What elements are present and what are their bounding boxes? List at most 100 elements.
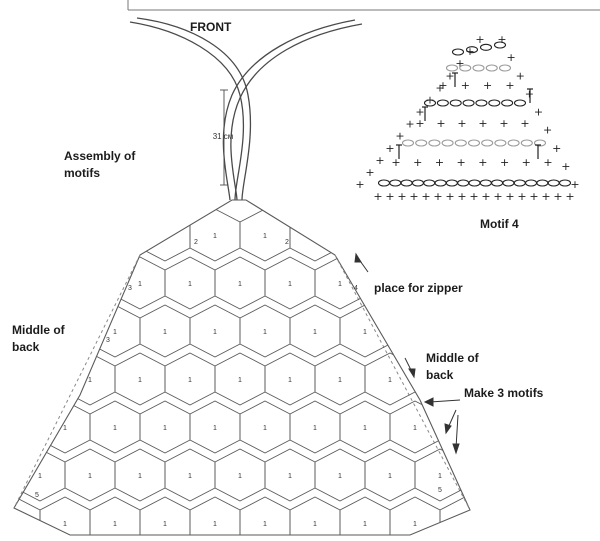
single-crochet-stitch: +: [529, 190, 538, 203]
motif-number: 2: [285, 239, 289, 246]
make-motifs-label: Make 3 motifs: [464, 386, 544, 400]
chain-stitch: [472, 64, 485, 72]
motif-number: 1: [488, 377, 492, 384]
motif-hexagon: [14, 496, 41, 535]
chain-stitch: [445, 64, 459, 72]
single-crochet-stitch: +: [445, 190, 454, 203]
single-crochet-stitch: +: [457, 190, 466, 203]
single-crochet-stitch: +: [475, 33, 484, 46]
motif-number: 1: [363, 233, 367, 240]
motif-hexagon: [515, 257, 565, 309]
single-crochet-stitch: +: [561, 160, 570, 173]
single-crochet-stitch: +: [385, 142, 394, 155]
middle-back-right-label: Middle of back: [426, 351, 479, 382]
motif-number: 1: [63, 233, 67, 240]
single-crochet-stitch: +: [385, 190, 394, 203]
motif-number: 1: [113, 425, 117, 432]
motif-number: 1: [413, 233, 417, 240]
motif-number: 1: [413, 329, 417, 336]
motif-number: 1: [138, 473, 142, 480]
motif-number: 1: [213, 329, 217, 336]
single-crochet-stitch: +: [375, 154, 384, 167]
front-label: FRONT: [190, 20, 232, 34]
motif-number: 1: [488, 473, 492, 480]
single-crochet-stitch: +: [500, 156, 509, 169]
chain-stitch: [501, 99, 514, 107]
motif-number: 1: [13, 233, 17, 240]
single-crochet-stitch: +: [541, 190, 550, 203]
motif-hexagon: [14, 256, 66, 310]
chain-stitch: [481, 139, 494, 147]
motif-number: 1: [263, 233, 267, 240]
motif-number: 4: [354, 285, 358, 292]
chain-stitch: [533, 139, 547, 147]
motif-hexagon: [289, 496, 341, 535]
chain-stitch: [479, 43, 493, 51]
chain-stitch: [449, 99, 462, 107]
motif-number: 1: [113, 329, 117, 336]
motif-hexagon: [189, 496, 241, 535]
motif-number: 1: [338, 377, 342, 384]
single-crochet-stitch: +: [516, 69, 525, 82]
single-crochet-stitch: +: [481, 190, 490, 203]
motif-number: 1: [213, 521, 217, 528]
left-side-edge: [13, 254, 141, 509]
motif-number: 1: [63, 521, 67, 528]
motif-hexagon: [339, 496, 391, 535]
motif-number: 1: [38, 281, 42, 288]
single-crochet-stitch: +: [505, 79, 514, 92]
single-crochet-stitch: +: [520, 117, 529, 130]
motif-number: 1: [438, 473, 442, 480]
motif-hexagon: [515, 449, 565, 501]
chain-stitch: [502, 179, 515, 187]
single-crochet-stitch: +: [570, 178, 579, 191]
single-crochet-stitch: +: [497, 33, 506, 46]
motif-hexagon: [490, 401, 540, 453]
single-crochet-stitch: +: [409, 190, 418, 203]
chain-stitch: [520, 139, 533, 147]
motif-number: 1: [413, 425, 417, 432]
motif-number: 1: [263, 521, 267, 528]
single-crochet-stitch: +: [534, 106, 543, 119]
motif-hexagon: [565, 257, 600, 309]
motif-number: 1: [338, 473, 342, 480]
single-crochet-stitch: +: [499, 117, 508, 130]
motif-number: 1: [63, 425, 67, 432]
motif-number: 1: [488, 281, 492, 288]
motif-number: 1: [238, 281, 242, 288]
single-crochet-stitch: +: [505, 190, 514, 203]
chain-stitch: [411, 179, 424, 187]
single-crochet-stitch: +: [365, 166, 374, 179]
motif-number: 1: [88, 377, 92, 384]
motif-hexagon: [64, 256, 116, 310]
single-crochet-stitch: +: [397, 190, 406, 203]
motif-number: 1: [188, 473, 192, 480]
motif-hexagon: [540, 401, 590, 453]
motif-number: 1: [513, 521, 517, 528]
motif-number: 1: [363, 521, 367, 528]
motif-number: 1: [38, 377, 42, 384]
single-crochet-stitch: +: [395, 130, 404, 143]
motif-hexagon: [389, 496, 441, 535]
motif-hexagon: [565, 353, 600, 405]
motif-hexagon: [540, 497, 590, 541]
motif-number: 1: [513, 233, 517, 240]
motif-number: 1: [563, 329, 567, 336]
single-crochet-stitch: +: [436, 117, 445, 130]
chain-stitch: [485, 64, 498, 72]
single-crochet-stitch: +: [507, 51, 516, 64]
chain-stitch: [513, 179, 526, 187]
motif-number: 1: [463, 425, 467, 432]
motif-number: 1: [288, 377, 292, 384]
motif-hexagon: [464, 448, 470, 502]
motif-number: 1: [113, 233, 117, 240]
chain-stitch: [498, 64, 512, 72]
single-crochet-stitch: +: [435, 156, 444, 169]
motif-number: 1: [538, 281, 542, 288]
motif-number: 1: [288, 281, 292, 288]
motif-number: 1: [313, 521, 317, 528]
single-crochet-stitch: +: [457, 156, 466, 169]
assembly-label: Assembly of motifs: [64, 149, 136, 180]
motif-4-chart: ++++++++++++++++++++++++++++++++++++++++…: [355, 33, 579, 203]
